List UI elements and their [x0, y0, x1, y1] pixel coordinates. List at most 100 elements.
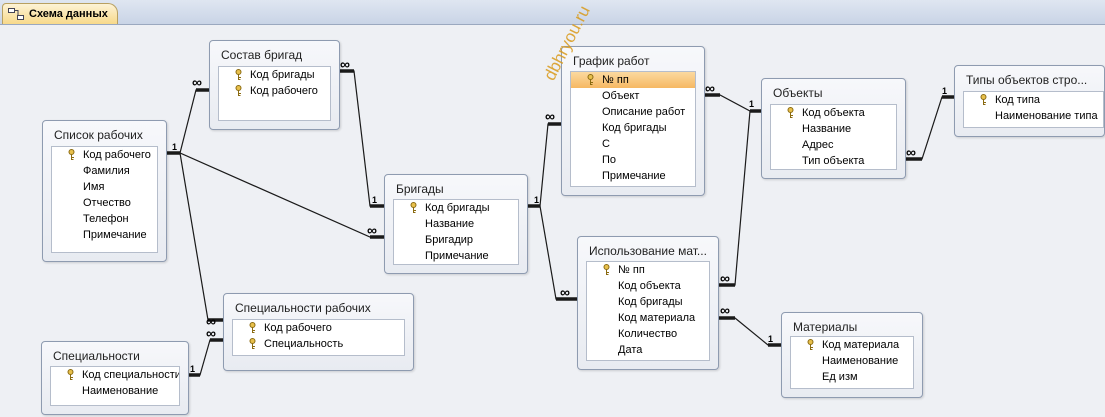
table-brigady[interactable]: Бригады Код бригады Название Бригадир Пр… — [384, 174, 528, 274]
field-list[interactable]: № пп Код объекта Код бригады Код материа… — [586, 261, 710, 361]
field-row[interactable]: Тип объекта — [771, 153, 896, 169]
field-name: Бригадир — [425, 234, 474, 246]
field-row[interactable]: Количество — [587, 326, 709, 342]
key-icon — [980, 94, 987, 105]
table-specialnosti-rabochih[interactable]: Специальности рабочих Код рабочего Специ… — [223, 293, 414, 371]
table-sostav-brigad[interactable]: Состав бригад Код бригады Код рабочего — [209, 40, 340, 130]
field-row[interactable]: По — [571, 152, 695, 168]
table-title[interactable]: Состав бригад — [221, 48, 303, 62]
field-row[interactable]: Код материала — [587, 310, 709, 326]
table-tipy-obektov[interactable]: Типы объектов стро... Код типа Наименова… — [954, 65, 1105, 137]
table-title[interactable]: Специальности — [53, 349, 140, 363]
field-row[interactable]: Отчество — [52, 195, 157, 211]
field-name: Код бригады — [618, 296, 683, 308]
field-row[interactable]: Адрес — [771, 137, 896, 153]
field-list[interactable]: № пп Объект Описание работ Код бригады С… — [570, 71, 696, 187]
field-name: Название — [425, 218, 475, 230]
table-title[interactable]: Объекты — [773, 86, 823, 100]
field-name: Код бригады — [250, 69, 315, 81]
tab-strip: Схема данных — [0, 0, 1105, 25]
table-title[interactable]: Специальности рабочих — [235, 301, 371, 315]
field-row[interactable]: № пп — [587, 262, 709, 278]
table-title[interactable]: Материалы — [793, 320, 858, 334]
field-row[interactable]: Наименование — [791, 353, 913, 369]
field-list[interactable]: Код рабочего Специальность — [232, 319, 405, 356]
field-row[interactable]: С — [571, 136, 695, 152]
field-row[interactable]: Бригадир — [394, 232, 518, 248]
field-name: Код рабочего — [264, 322, 332, 334]
field-row[interactable]: Специальность — [233, 336, 404, 352]
field-row[interactable]: Описание работ — [571, 104, 695, 120]
table-title[interactable]: Использование мат... — [589, 244, 707, 258]
field-name: № пп — [602, 74, 629, 86]
field-list[interactable]: Код бригады Название Бригадир Примечание — [393, 199, 519, 265]
key-icon — [249, 338, 256, 349]
field-row[interactable]: Наименование — [51, 383, 179, 399]
field-name: Объект — [602, 90, 640, 102]
field-name: Дата — [618, 344, 643, 356]
field-name: По — [602, 154, 617, 166]
field-row[interactable]: Дата — [587, 342, 709, 358]
field-row[interactable]: Код специальности — [51, 367, 179, 383]
field-name: Примечание — [83, 229, 147, 241]
field-row[interactable]: Код рабочего — [219, 83, 330, 99]
table-title[interactable]: График работ — [573, 54, 650, 68]
table-spisok-rabochih[interactable]: Список рабочих Код рабочего Фамилия Имя … — [42, 120, 167, 262]
field-row[interactable]: Код рабочего — [233, 320, 404, 336]
field-name: С — [602, 138, 610, 150]
key-icon — [249, 322, 256, 333]
table-materialy[interactable]: Материалы Код материала Наименование Ед … — [781, 312, 923, 398]
field-row[interactable]: Код типа — [964, 92, 1103, 108]
table-specialnosti[interactable]: Специальности Код специальности Наименов… — [41, 341, 189, 415]
key-icon — [235, 69, 242, 80]
field-row[interactable]: Телефон — [52, 211, 157, 227]
field-row[interactable]: Код объекта — [587, 278, 709, 294]
relationships-icon — [8, 8, 24, 20]
table-title[interactable]: Бригады — [396, 182, 444, 196]
field-row[interactable]: Примечание — [394, 248, 518, 264]
field-row-selected[interactable]: № пп — [571, 72, 695, 88]
field-row[interactable]: Код материала — [791, 337, 913, 353]
field-name: Наименование типа — [995, 110, 1098, 122]
field-list[interactable]: Код бригады Код рабочего — [218, 66, 331, 121]
table-grafik-rabot[interactable]: График работ № пп Объект Описание работ … — [561, 46, 705, 196]
table-title[interactable]: Список рабочих — [54, 128, 143, 142]
field-row[interactable]: Код бригады — [571, 120, 695, 136]
field-row[interactable]: Фамилия — [52, 163, 157, 179]
field-row[interactable]: Название — [771, 121, 896, 137]
field-list[interactable]: Код объекта Название Адрес Тип объекта — [770, 104, 897, 170]
field-name: Код бригады — [425, 202, 490, 214]
field-row[interactable]: Объект — [571, 88, 695, 104]
field-name: Отчество — [83, 197, 131, 209]
field-name: Код объекта — [802, 107, 865, 119]
field-row[interactable]: Название — [394, 216, 518, 232]
table-title[interactable]: Типы объектов стро... — [966, 73, 1088, 87]
field-row[interactable]: Примечание — [52, 227, 157, 243]
field-list[interactable]: Код рабочего Фамилия Имя Отчество Телефо… — [51, 146, 158, 253]
field-row[interactable]: Наименование типа — [964, 108, 1103, 124]
key-icon — [807, 339, 814, 350]
field-list[interactable]: Код материала Наименование Ед изм — [790, 336, 914, 389]
key-icon — [235, 85, 242, 96]
field-name: Примечание — [425, 250, 489, 262]
field-name: Тип объекта — [802, 155, 865, 167]
table-ispolzovanie[interactable]: Использование мат... № пп Код объекта Ко… — [577, 236, 719, 370]
field-row[interactable]: Код бригады — [394, 200, 518, 216]
field-name: Наименование — [822, 355, 899, 367]
field-name: Количество — [618, 328, 678, 340]
field-row[interactable]: Код бригады — [219, 67, 330, 83]
tab-label: Схема данных — [29, 8, 108, 20]
field-row[interactable]: Код объекта — [771, 105, 896, 121]
field-list[interactable]: Код специальности Наименование — [50, 366, 180, 406]
field-row[interactable]: Примечание — [571, 168, 695, 184]
field-row[interactable]: Имя — [52, 179, 157, 195]
field-row[interactable]: Код рабочего — [52, 147, 157, 163]
field-name: Описание работ — [602, 106, 686, 118]
field-row[interactable]: Код бригады — [587, 294, 709, 310]
key-icon — [68, 149, 75, 160]
field-name: Код объекта — [618, 280, 681, 292]
tab-schema[interactable]: Схема данных — [2, 3, 118, 24]
table-obekty[interactable]: Объекты Код объекта Название Адрес Тип о… — [761, 78, 906, 179]
field-list[interactable]: Код типа Наименование типа — [963, 91, 1104, 128]
field-row[interactable]: Ед изм — [791, 369, 913, 385]
